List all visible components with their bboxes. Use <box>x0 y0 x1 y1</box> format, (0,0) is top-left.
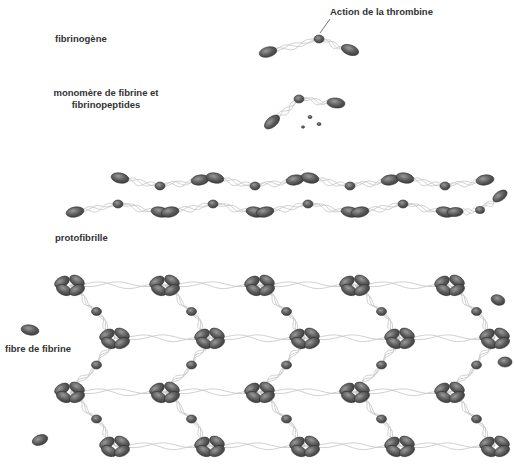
globular-domain <box>472 415 482 423</box>
globular-domain <box>187 308 197 316</box>
figure-label: monomère de fibrine et fibrinopeptides <box>52 87 160 111</box>
globular-domain <box>314 35 324 43</box>
globular-domain <box>340 42 360 57</box>
globular-domain <box>110 171 130 184</box>
globular-domain <box>208 200 218 208</box>
globular-domain <box>163 282 182 298</box>
globular-domain <box>113 335 132 351</box>
domain-layer <box>20 35 512 459</box>
globular-domain <box>472 361 482 369</box>
globular-domain <box>65 205 85 218</box>
globular-domain <box>258 389 277 405</box>
globular-domain <box>493 443 512 459</box>
leader-line <box>320 19 330 33</box>
globular-domain <box>395 171 415 184</box>
globular-domain <box>327 97 346 109</box>
globular-domain <box>113 200 123 208</box>
globular-domain <box>476 206 485 213</box>
globular-domain <box>472 308 482 316</box>
globular-domain <box>113 443 132 459</box>
globular-domain <box>187 361 197 369</box>
globular-domain <box>490 293 507 307</box>
globular-domain <box>308 116 312 119</box>
globular-domain <box>447 207 464 217</box>
globular-domain <box>68 282 87 298</box>
globular-domain <box>302 126 305 128</box>
globular-domain <box>303 335 322 351</box>
globular-domain <box>448 282 467 298</box>
globular-domain <box>163 389 182 405</box>
globular-domain <box>440 182 450 190</box>
globular-domain <box>498 357 512 367</box>
globular-domain <box>282 361 292 369</box>
figure-label: fibrinogène <box>55 33 107 45</box>
figure-label: protofibrille <box>55 232 108 244</box>
globular-domain <box>353 282 372 298</box>
globular-domain <box>68 389 87 405</box>
globular-domain <box>300 171 320 184</box>
globular-domain <box>20 324 39 337</box>
globular-domain <box>491 188 509 205</box>
globular-domain <box>398 443 417 459</box>
figure-label: fibre de fibrine <box>5 343 71 355</box>
globular-domain <box>208 335 227 351</box>
globular-domain <box>303 443 322 459</box>
globular-domain <box>258 282 277 298</box>
globular-domain <box>208 443 227 459</box>
globular-domain <box>155 182 165 190</box>
globular-domain <box>282 308 292 316</box>
globular-domain <box>92 308 102 316</box>
globular-domain <box>205 171 225 184</box>
globular-domain <box>377 415 387 423</box>
globular-domain <box>92 361 102 369</box>
globular-domain <box>187 415 197 423</box>
globular-domain <box>493 335 512 351</box>
globular-domain <box>262 112 282 131</box>
globular-domain <box>160 205 180 218</box>
globular-domain <box>92 415 102 423</box>
globular-domain <box>377 361 387 369</box>
globular-domain <box>475 174 494 187</box>
globular-domain <box>282 415 292 423</box>
globular-domain <box>250 182 260 190</box>
globular-domain <box>294 95 304 103</box>
globular-domain <box>398 335 417 351</box>
figure-label: Action de la thrombine <box>330 6 433 18</box>
globular-domain <box>31 433 49 448</box>
globular-domain <box>398 200 408 208</box>
globular-domain <box>258 45 278 59</box>
globular-domain <box>303 200 313 208</box>
globular-domain <box>353 389 372 405</box>
globular-domain <box>377 308 387 316</box>
globular-domain <box>255 205 275 218</box>
globular-domain <box>448 389 467 405</box>
globular-domain <box>350 205 370 218</box>
globular-domain <box>345 182 355 190</box>
globular-domain <box>317 123 321 126</box>
